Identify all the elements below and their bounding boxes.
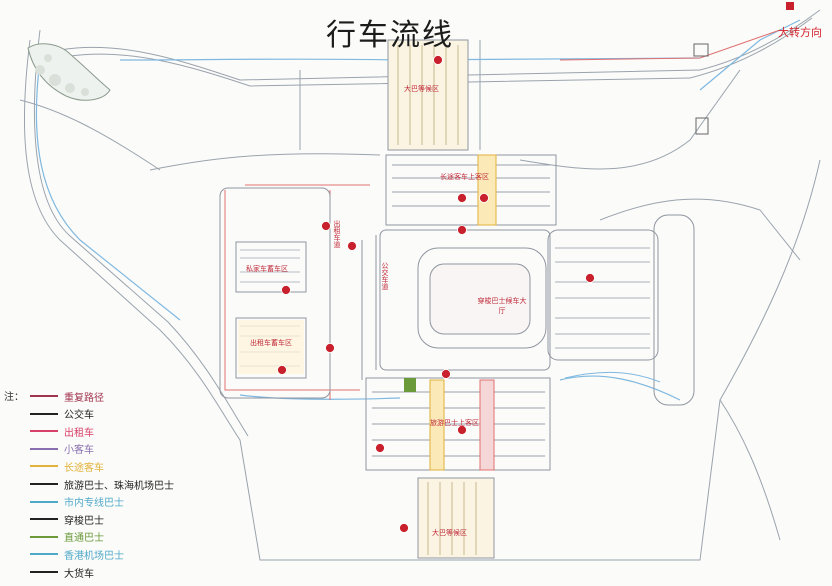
area-label-south-bottom: 大巴等候区 bbox=[432, 529, 467, 537]
legend-label: 香港机场巴士 bbox=[64, 550, 124, 562]
legend-item: 香港机场巴士 bbox=[30, 546, 124, 562]
area-label-west-lower: 出租车蓄车区 bbox=[250, 339, 292, 347]
legend-item: 小客车 bbox=[30, 441, 94, 457]
north-block bbox=[385, 39, 557, 226]
legend-label: 旅游巴士、珠海机场巴士 bbox=[64, 480, 174, 492]
legend-item: 大货车 bbox=[30, 564, 94, 580]
pond bbox=[27, 43, 111, 101]
direction-label: 大转方向 bbox=[778, 26, 822, 39]
legend-swatch bbox=[30, 535, 58, 538]
road-network bbox=[19, 9, 821, 561]
legend-label: 公交车 bbox=[64, 410, 94, 422]
legend-item: 旅游巴士、珠海机场巴士 bbox=[30, 476, 174, 492]
legend-label: 出租车 bbox=[64, 427, 94, 439]
area-label-north-top: 大巴等候区 bbox=[404, 85, 439, 93]
legend-swatch bbox=[30, 447, 58, 450]
legend-swatch bbox=[30, 430, 58, 433]
legend-label: 市内专线巴士 bbox=[64, 498, 124, 510]
central-hall bbox=[361, 229, 551, 380]
legend-label: 长途客车 bbox=[64, 462, 104, 474]
legend-swatch bbox=[30, 553, 58, 556]
area-label-north-ticket: 长途客车上客区 bbox=[440, 173, 489, 181]
legend-label: 直通巴士 bbox=[64, 533, 104, 545]
legend-swatch bbox=[30, 412, 58, 415]
area-label-center-hall: 穿梭巴士候车大厅 bbox=[477, 297, 527, 315]
area-label-south-mid: 旅游巴士上客区 bbox=[430, 419, 479, 427]
legend-swatch bbox=[30, 571, 58, 573]
upper-right-features bbox=[693, 2, 794, 135]
legend-swatch bbox=[30, 518, 58, 521]
east-wing bbox=[547, 214, 695, 406]
diagram-title: 行车流线 bbox=[326, 18, 454, 53]
legend-label: 大货车 bbox=[64, 568, 94, 580]
route-red bbox=[224, 29, 781, 400]
legend-swatch bbox=[30, 395, 58, 397]
area-label-west-upper: 私家车蓄车区 bbox=[246, 265, 288, 273]
route-blue bbox=[35, 19, 801, 401]
legend-item: 穿梭巴士 bbox=[30, 511, 104, 527]
legend-item: 出租车 bbox=[30, 423, 94, 439]
legend-item: 长途客车 bbox=[30, 458, 104, 474]
area-label-center-lane: 公交车道 bbox=[381, 262, 389, 290]
legend-swatch bbox=[30, 465, 58, 468]
legend-swatch bbox=[30, 500, 58, 503]
area-label-west-lane: 出租车道 bbox=[333, 220, 341, 248]
legend-item: 公交车 bbox=[30, 406, 94, 422]
legend-label: 重复路径 bbox=[64, 392, 104, 404]
legend-item: 市内专线巴士 bbox=[30, 494, 124, 510]
legend-swatch bbox=[30, 483, 58, 485]
legend: 注： 重复路径公交车出租车小客车长途客车旅游巴士、珠海机场巴士市内专线巴士穿梭巴… bbox=[4, 384, 264, 584]
legend-label: 穿梭巴士 bbox=[64, 515, 104, 527]
legend-item: 重复路径 bbox=[30, 388, 104, 404]
legend-label: 小客车 bbox=[64, 445, 94, 457]
route-markers bbox=[277, 55, 595, 533]
west-parking-block bbox=[219, 187, 331, 399]
direction-marker bbox=[786, 2, 794, 10]
south-block bbox=[365, 377, 551, 559]
legend-item: 直通巴士 bbox=[30, 529, 104, 545]
legend-prefix: 注： bbox=[4, 392, 24, 403]
